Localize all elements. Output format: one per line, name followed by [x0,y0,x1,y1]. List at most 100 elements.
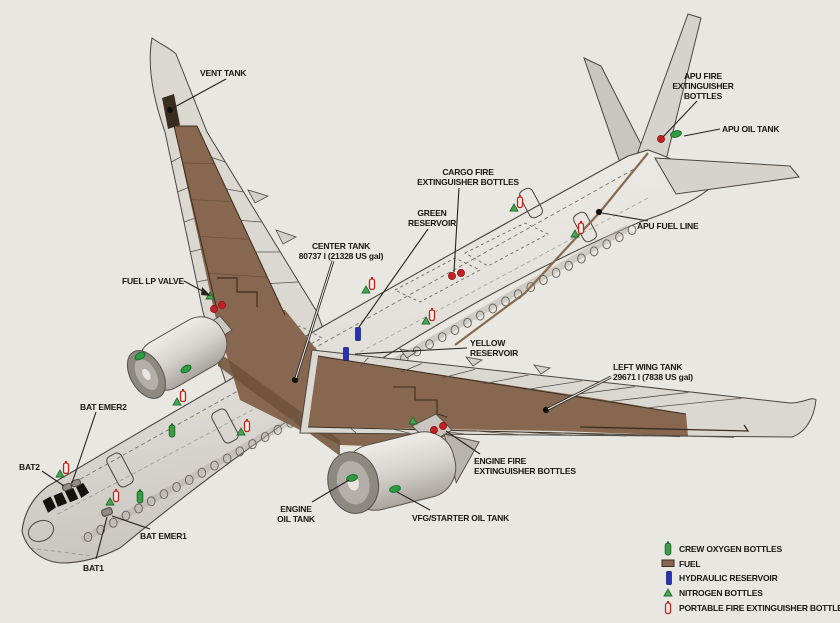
wing-segment-line [523,380,582,391]
wing-segment-line [240,220,263,223]
bat1-leader-line [95,516,108,560]
fuselage-window [248,439,257,450]
apu-fuel-line-pipe [454,152,649,346]
portable-fire-extinguisher-icon [664,600,672,615]
vent-tank-leader-line [170,78,227,110]
fuselage-window [273,424,283,435]
fuselage-window [475,310,485,321]
yellow-reservoir-marker [343,347,349,361]
apu-oil-tank-label: APU OIL TANK [722,124,780,134]
yellow-reservoir-leader-line [354,347,468,355]
cargo-fire-leader-line [453,187,460,273]
wing-segment-line [349,427,357,433]
green-reservoir-marker [355,327,361,341]
cargo-fire-extinguisher-marker [457,269,465,277]
bat1-label: BAT1 [83,563,104,573]
engine-fire-leader-line [445,430,481,455]
near-horizontal-stabilizer [654,157,800,195]
fuselage-window [146,496,156,507]
wing-segment-line [441,368,476,379]
bat-emer2-leader-line [71,411,97,484]
portable-fire-extinguisher-icon [179,388,187,403]
crew-oxygen-bottle-icon [136,488,144,504]
vfg-starter-oil-tank-label: VFG/STARTER OIL TANK [412,513,510,523]
wing-segment-line [392,428,411,434]
fuselage-window [184,474,194,485]
legend: CREW OXYGEN BOTTLES FUEL HYDRAULIC RESER… [661,540,840,615]
engine-spinner [142,369,151,380]
engine-oil-tank-label: ENGINE [280,504,312,514]
wing-fuel-pipe [579,424,750,432]
left-wing-fuel-tank [308,356,688,436]
wing-segment-line [401,363,422,373]
cargo-fire-label: CARGO FIRE [442,167,494,177]
legend-label: FUEL [679,559,700,569]
portable-fire-extinguisher-icon [516,194,524,209]
wing-segment-line [183,217,196,223]
fuselage-window [463,317,472,328]
wing-segment-line [171,156,182,163]
crew-oxygen-bottle-icon [664,540,672,556]
fuselage-window [96,524,105,535]
engine-fire-label: EXTINGUISHER BOTTLES [474,466,576,476]
wing-segment-line [604,392,689,403]
apu-oil-leader-line [683,128,721,137]
center-tank-leader-core [295,260,334,379]
leader-lines [41,78,721,560]
legend-label: HYDRAULIC RESERVOIR [679,573,778,583]
fuselage-window [615,232,624,243]
apu-fire-label: EXTINGUISHER [672,81,733,91]
fuselage-window [488,303,498,314]
fuselage-window [425,339,434,350]
engine-fire-label: ENGINE FIRE [474,456,527,466]
fuel-lp-valve-label: FUEL LP VALVE [122,276,184,286]
portable-fire-extinguisher-icon [368,276,376,291]
left-engine [126,315,233,399]
center-tank-quantity: 80737 l (21328 US gal) [299,251,384,261]
fuselage-window [602,239,611,250]
nose-structure-line [29,547,93,557]
flap-track-fairing [533,364,552,375]
wing-segment-line [177,186,189,193]
bat2-label: BAT2 [19,462,40,472]
fuselage-window [134,503,143,514]
fuselage-window [235,446,245,457]
bat-emer1-label: BAT EMER1 [140,531,187,541]
left-wing-tank-leader-core [547,376,612,410]
flap-track-fairing [275,229,297,245]
fuselage-window [197,467,207,478]
apu-fire-label: APU FIRE [684,71,723,81]
bat-emer2-label: BAT EMER2 [80,402,127,412]
door-outline [106,452,134,488]
engine-oil-leader-line [311,479,350,503]
fuselage-window [551,267,561,278]
door-outline [519,187,543,219]
right-engine [327,413,480,514]
wing-segment-line [208,272,268,278]
apu-fuel-line-marker-dot [595,208,603,216]
portable-fire-extinguisher-icon [243,418,251,433]
portable-fire-extinguisher-dot [218,301,226,309]
wing-segment-line [190,248,203,253]
vfg-starter-leader-line [396,491,431,511]
apu-fuel-line-label: APU FUEL LINE [637,221,699,231]
cockpit-windows [42,482,90,513]
fuselage-window [222,453,232,464]
fuselage-window [526,282,536,293]
labels: VENT TANK APU FIRE EXTINGUISHER BOTTLES … [19,68,781,573]
wing-segment-line [226,188,244,193]
tank-boundary-steps [393,386,448,418]
legend-label: PORTABLE FIRE EXTINGUISHER BOTTLES [679,603,840,613]
yellow-reservoir-label: YELLOW [470,338,506,348]
left-wing-tank-label: LEFT WING TANK [613,362,683,372]
fuselage-window [627,225,637,235]
fuselage-window [501,296,510,307]
apu-fire-label: BOTTLES [684,91,723,101]
portable-fire-extinguisher-dot [210,305,218,313]
wing-segment-line [476,430,519,436]
fuselage-window [286,417,295,428]
crew-oxygen-bottle-icon [168,422,176,438]
wing-segment-line [519,431,573,436]
